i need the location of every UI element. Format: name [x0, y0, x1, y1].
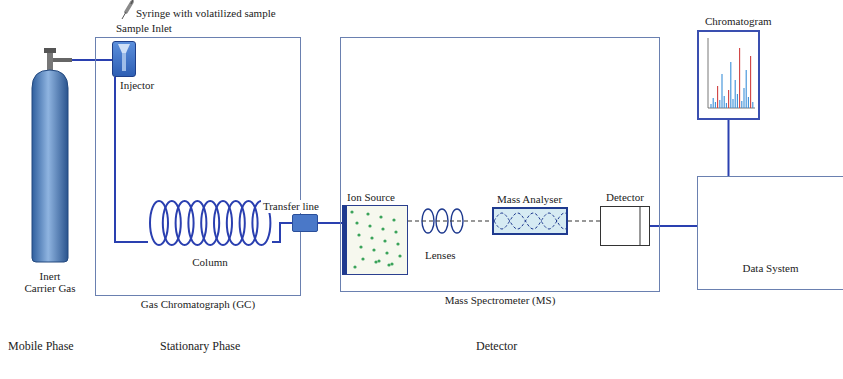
connector	[568, 220, 600, 221]
syringe	[122, 0, 133, 19]
gas-cylinder: Inert Carrier Gas	[28, 48, 72, 262]
part-name: Ion Source	[347, 191, 395, 204]
ion-source-box: Ion Source	[342, 205, 408, 275]
shape-art	[494, 209, 566, 233]
stage-label: Detector	[476, 340, 517, 354]
panel-title: Gas Chromatograph (GC)	[96, 298, 300, 311]
connector	[318, 222, 342, 224]
data-system-box: Data System	[697, 176, 843, 290]
shape-art	[28, 48, 72, 262]
part-name: Mass Analyser	[497, 193, 562, 206]
detector-box: Detector	[600, 206, 650, 246]
part-name: Column	[148, 256, 272, 269]
stage-label: Mobile Phase	[8, 340, 74, 354]
part-name: Detector	[606, 191, 644, 204]
shape-art	[699, 32, 758, 118]
shape-art	[601, 207, 649, 245]
connector	[408, 220, 492, 221]
connector	[115, 77, 148, 242]
panel-title: Mass Spectrometer (MS)	[341, 294, 659, 307]
ms-panel: Mass Spectrometer (MS)Ion SourceMass Ana…	[340, 37, 660, 292]
callout-label: Lenses	[425, 249, 456, 262]
box-title: Chromatogram	[705, 15, 772, 28]
connector	[650, 225, 697, 227]
callout-label: Sample Inlet	[116, 22, 172, 35]
connector	[72, 59, 112, 61]
mass-analyser-box: Mass Analyser	[492, 207, 568, 235]
part-name: Injector	[120, 79, 154, 92]
chromatogram-box: Chromatogram	[697, 30, 760, 120]
callout-label: Syringe with volatilized sample	[136, 7, 276, 20]
connector	[728, 120, 730, 176]
shape-art	[148, 198, 272, 248]
lenses	[422, 209, 463, 233]
column-coil: Column	[148, 198, 272, 248]
shape-art	[347, 206, 407, 274]
shape-art	[113, 42, 135, 76]
part-name: Transfer line	[261, 200, 321, 213]
stage-label: Stationary Phase	[160, 340, 240, 354]
part-name: Inert Carrier Gas	[24, 270, 76, 294]
box-title: Data System	[698, 262, 843, 275]
injector-block: Injector	[112, 41, 136, 77]
gc-panel: Gas Chromatograph (GC)InjectorColumn	[95, 37, 301, 296]
connector	[272, 223, 292, 242]
transfer-line-block: Transfer line	[292, 214, 318, 232]
